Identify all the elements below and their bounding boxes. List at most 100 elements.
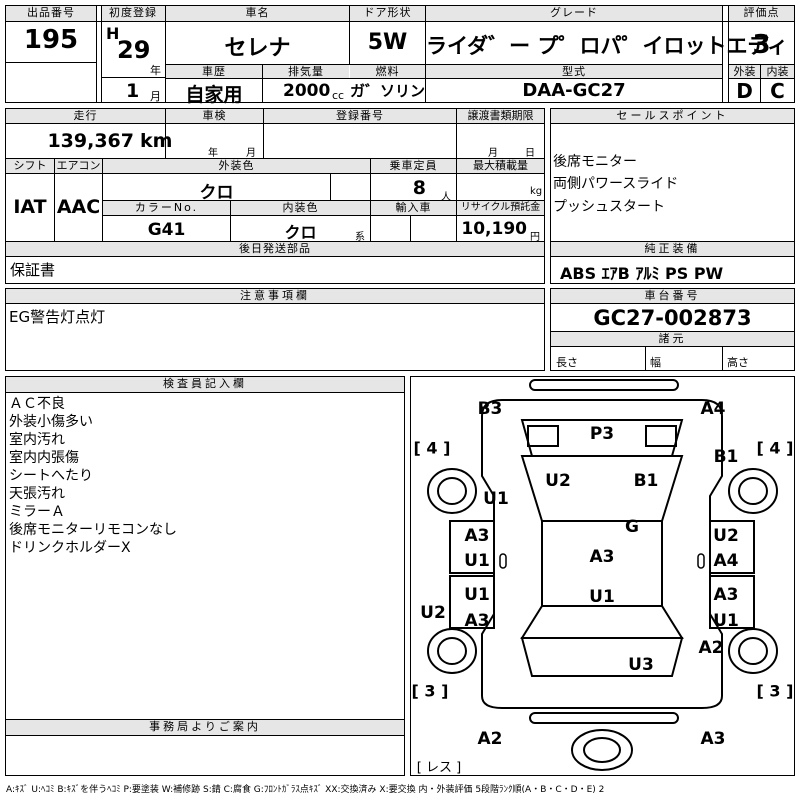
spare-wheel-inner xyxy=(583,737,621,763)
registration-header: 登録番号 xyxy=(264,109,456,123)
doors-header: ドア形状 xyxy=(350,6,425,21)
damage-mark: U1 xyxy=(589,587,615,607)
wheel-front-left-inner xyxy=(437,477,467,505)
displacement-value: 2000 xyxy=(283,81,331,101)
score-value: 3 xyxy=(752,30,771,60)
transfer-month-unit: 月 xyxy=(488,148,498,159)
inspection-month-unit: 月 xyxy=(246,148,256,159)
model-value: DAA-GC27 xyxy=(522,80,626,101)
damage-mark: B1 xyxy=(713,447,739,467)
exterior-grade-value: D xyxy=(736,79,753,103)
spare-wheel xyxy=(571,729,633,771)
sales-points-header: セールスポイント xyxy=(551,109,794,123)
damage-mark: U1 xyxy=(464,551,490,571)
max-load-header: 最大積載量 xyxy=(457,159,544,173)
first-reg-header: 初度登録 xyxy=(101,6,165,21)
inspector-line: ミラーＡ xyxy=(9,504,65,520)
transfer-header: 譲渡書類期限 xyxy=(457,109,544,123)
rear-bumper-shape xyxy=(529,712,679,724)
damage-mark: A3 xyxy=(713,585,739,605)
car-name: セレナ xyxy=(224,36,291,61)
damage-mark: U3 xyxy=(628,655,654,675)
damage-mark: B3 xyxy=(477,399,503,419)
damage-mark: A4 xyxy=(700,399,726,419)
damage-mark: P3 xyxy=(589,424,615,444)
shift-header: シフト xyxy=(6,159,54,173)
interior-grade-value: C xyxy=(770,79,785,103)
max-load-unit: kg xyxy=(530,186,543,197)
mirror-left xyxy=(499,553,507,569)
mileage-value: 139,367 xyxy=(47,130,134,152)
damage-mark: A2 xyxy=(698,638,724,658)
chassis-header: 車台番号 xyxy=(551,289,794,303)
inspector-line: ドリンクホルダーX xyxy=(9,540,131,556)
wheel-rear-right-inner xyxy=(738,637,768,665)
month-unit: 月 xyxy=(150,90,161,103)
damage-mark: A4 xyxy=(713,551,739,571)
era-letter: H xyxy=(106,24,120,43)
grille-shape xyxy=(527,425,559,447)
left-door-front-shape xyxy=(449,520,495,574)
left-door-rear-shape xyxy=(449,575,495,629)
tire-bracket: [ 3 ] xyxy=(411,681,449,701)
length-label: 長さ xyxy=(556,356,578,369)
capacity-unit: 人 xyxy=(441,192,451,203)
score-header: 評価点 xyxy=(729,6,794,21)
ac-header: エアコン xyxy=(55,159,102,173)
first-reg-year: 29 xyxy=(117,36,151,64)
history-header: 車歴 xyxy=(166,65,262,78)
recycle-header: リサイクル預託金 xyxy=(457,201,544,215)
height-label: 高さ xyxy=(727,356,749,369)
mileage-header: 走行 xyxy=(6,109,165,123)
displacement-header: 排気量 xyxy=(263,65,349,78)
notes-header: 注意事項欄 xyxy=(6,289,544,303)
inspector-header: 検査員記入欄 xyxy=(6,377,404,392)
wheel-front-left xyxy=(427,468,477,514)
fuel-header: 燃料 xyxy=(350,65,425,78)
car-body-outline xyxy=(481,399,723,709)
spare-tire-label: [ レス ] xyxy=(416,760,462,776)
displacement-unit: cc xyxy=(332,89,345,102)
car-diagram-svg xyxy=(427,379,778,771)
inspector-line: 室内汚れ xyxy=(9,432,65,448)
equipment-header: 純正装備 xyxy=(551,242,794,256)
chassis-number: GC27-002873 xyxy=(593,306,752,330)
recycle-unit: 円 xyxy=(530,232,540,243)
fuel-value: ガ゛ソリン xyxy=(350,82,426,100)
grade-header: グレード xyxy=(426,6,722,21)
grille-shape xyxy=(645,425,677,447)
capacity-value: 8 xyxy=(412,177,426,199)
model-header: 型式 xyxy=(426,65,722,78)
wheel-rear-left xyxy=(427,628,477,674)
sales-point: 両側パワースライド xyxy=(553,176,679,192)
width-label: 幅 xyxy=(650,356,661,369)
doors-value: 5W xyxy=(367,30,408,55)
inspector-line: 後席モニターリモコンなし xyxy=(9,522,177,538)
damage-mark: U1 xyxy=(464,585,490,605)
interior-color-header: 内装色 xyxy=(231,201,370,215)
inspection-year-unit: 年 xyxy=(208,148,218,159)
inspection-header: 車検 xyxy=(166,109,263,123)
capacity-header: 乗車定員 xyxy=(371,159,456,173)
damage-mark: A2 xyxy=(477,729,503,749)
year-unit: 年 xyxy=(150,64,161,77)
exterior-grade-header: 外装 xyxy=(729,65,760,78)
damage-mark: U2 xyxy=(713,526,739,546)
color-value: クロ xyxy=(199,183,234,203)
first-reg-month: 1 xyxy=(126,80,140,102)
lot-number: 195 xyxy=(23,25,79,55)
office-header: 事務局よりご案内 xyxy=(6,720,404,735)
transfer-day-unit: 日 xyxy=(525,148,535,159)
notes-text: EG警告灯点灯 xyxy=(9,308,106,326)
damage-mark: G xyxy=(625,517,639,537)
damage-mark: A3 xyxy=(589,547,615,567)
wheel-front-right-inner xyxy=(738,477,768,505)
inspector-line: 天張汚れ xyxy=(9,486,65,502)
sales-points-block xyxy=(550,108,795,284)
specs-header: 諸元 xyxy=(551,332,794,346)
car-name-header: 車名 xyxy=(166,6,349,21)
inspector-line: ＡＣ不良 xyxy=(9,396,65,412)
tire-bracket: [ 3 ] xyxy=(756,681,794,701)
right-door-front-shape xyxy=(709,520,755,574)
history-value: 自家用 xyxy=(185,84,243,106)
